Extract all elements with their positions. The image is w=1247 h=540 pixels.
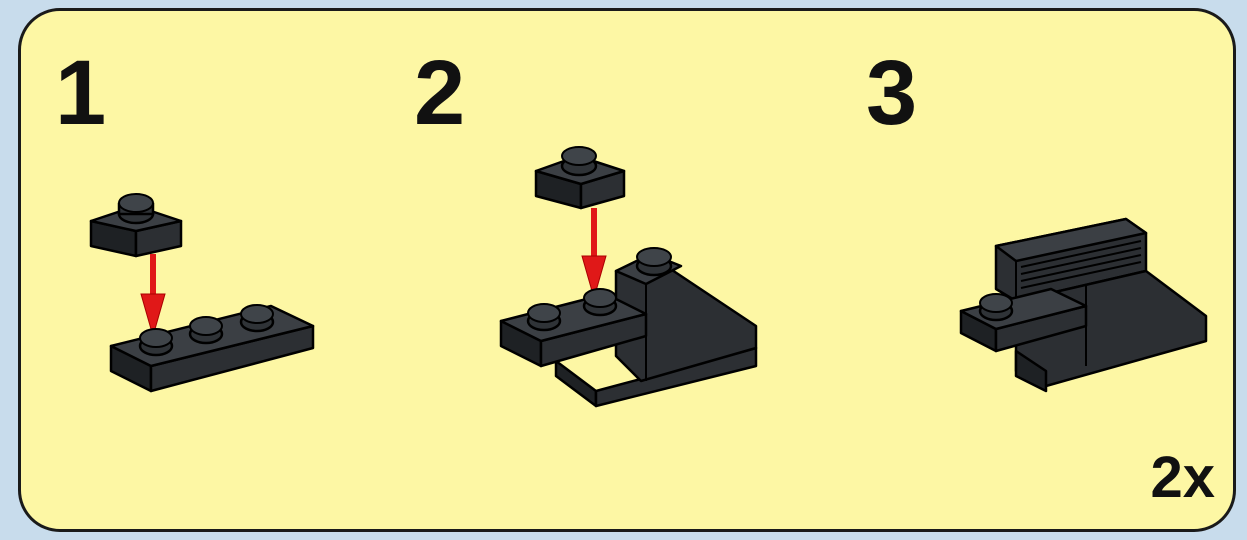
assembled-model xyxy=(961,219,1206,391)
step-3-illustration xyxy=(936,211,1236,411)
step-number-1: 1 xyxy=(55,47,106,139)
quantity-multiplier: 2x xyxy=(1150,449,1215,507)
plate-1x1-piece xyxy=(91,194,181,256)
plate-1x1-piece xyxy=(536,147,624,208)
down-arrow-icon xyxy=(141,254,165,336)
step-number-3: 3 xyxy=(866,47,917,139)
down-arrow-icon xyxy=(582,208,606,298)
instruction-panel: 1 2 xyxy=(18,8,1236,532)
step-1-illustration xyxy=(81,176,321,416)
plate-1x3-piece xyxy=(111,305,313,391)
step-number-2: 2 xyxy=(414,47,465,139)
step-2-illustration xyxy=(476,136,776,416)
